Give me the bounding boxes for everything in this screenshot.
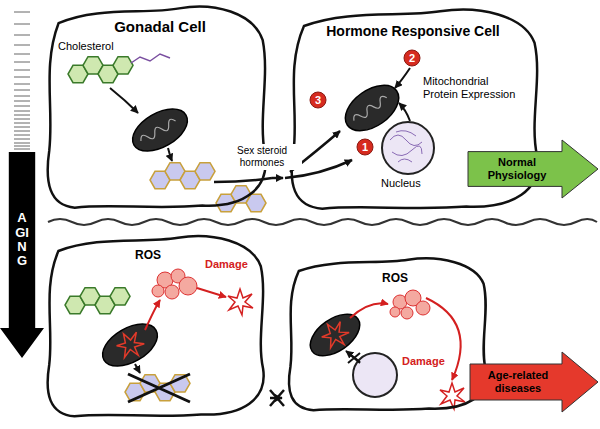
hormone-flow-arrow [272, 177, 283, 180]
ros-arrow [145, 300, 160, 330]
pathway-arrow [399, 103, 410, 121]
illustration-part [14, 135, 30, 136]
illustration-part [139, 118, 178, 145]
illustration-part [14, 111, 30, 112]
process-label: Mitochondrial Protein Expression [423, 75, 523, 101]
damage-label: Damage [402, 355, 445, 368]
aged-responsive-cell: ROS Damage [282, 255, 492, 415]
illustration-part [390, 307, 400, 317]
timeline-ticks [14, 12, 30, 149]
callout-number: 1 [356, 138, 374, 156]
hormone-flow-arrow [270, 397, 282, 400]
callout-number: 2 [403, 49, 421, 67]
illustration-part [165, 285, 179, 299]
gonadal-cell: Gonadal CellCholesterol [40, 2, 272, 214]
illustration-part [352, 94, 389, 123]
illustration-part [14, 146, 30, 147]
edge-label: Sex steroid hormones [222, 144, 302, 170]
illustration-part [110, 288, 130, 305]
outcome-label: Normal Physiology [474, 156, 560, 182]
illustration-part [14, 96, 30, 97]
illustration-part [179, 277, 197, 295]
illustration-part [14, 115, 30, 116]
ros-arrow [350, 303, 388, 318]
cell-title: Hormone Responsive Cell [313, 23, 513, 40]
pathway-arrow [110, 88, 138, 113]
illustration-part [14, 106, 30, 107]
damaged-mitochondrion [96, 315, 165, 374]
wavy-separator [48, 219, 597, 225]
aging-arrow: AGING [0, 152, 44, 358]
illustration-part [246, 194, 266, 211]
aging-label: AGING [15, 211, 29, 268]
steroid-molecule [150, 163, 215, 189]
outcome-arrow: Age-related diseases [470, 352, 598, 412]
ros-label: ROS [135, 248, 161, 262]
cross-mark [348, 353, 360, 363]
illustration-part [152, 285, 164, 297]
illustration-part [390, 131, 422, 162]
ros-cluster [390, 290, 430, 319]
illustration-part [14, 119, 30, 120]
ros-arrow [426, 298, 461, 380]
illustration-part [14, 139, 30, 140]
outcome-arrow: Normal Physiology [468, 140, 598, 198]
illustration-part [14, 12, 30, 13]
cell-title: Gonadal Cell [95, 18, 225, 36]
illustration-part [14, 143, 30, 144]
illustration-part [14, 70, 30, 71]
illustration-part [113, 57, 133, 74]
blocked-arrow [135, 364, 140, 373]
cross-mark [270, 390, 284, 406]
illustration-part [382, 122, 434, 174]
callout-text: 2 [403, 49, 421, 67]
illustration-part [14, 45, 30, 46]
nucleus [382, 122, 434, 174]
damage-label: Damage [205, 258, 248, 271]
callout-text: 3 [309, 91, 327, 109]
mitochondrion [126, 100, 195, 159]
illustration-part [14, 101, 30, 102]
illustration-part [14, 149, 30, 150]
cholesterol-molecule [65, 288, 130, 314]
illustration-part [14, 62, 30, 63]
molecule-tail [131, 54, 170, 63]
blocked-arrow [346, 351, 360, 362]
nucleus [353, 353, 397, 397]
illustration-part [303, 306, 367, 364]
pathway-arrow [168, 148, 172, 161]
illustration-part [126, 100, 195, 159]
damaged-mitochondrion [303, 306, 367, 364]
illustration-part [416, 301, 430, 315]
ros-cluster [152, 269, 197, 299]
illustration-part [14, 35, 30, 36]
illustration-part [14, 24, 30, 25]
illustration-part [14, 127, 30, 128]
cross-mark [128, 374, 190, 402]
callout-text: 1 [356, 138, 374, 156]
illustration-part [14, 90, 30, 91]
illustration-part [14, 131, 30, 132]
pathway-arrow [395, 68, 410, 88]
damage-burst [228, 289, 253, 315]
illustration-part [318, 317, 353, 353]
illustration-part [113, 327, 148, 362]
ros-label: ROS [382, 271, 408, 285]
ros-arrow [197, 288, 226, 297]
illustration-part [96, 315, 165, 374]
cholesterol-molecule [68, 57, 133, 83]
illustration-part [195, 163, 215, 180]
outcome-label: Age-related diseases [476, 369, 560, 395]
illustration-part [401, 307, 413, 319]
callout-number: 3 [309, 91, 327, 109]
illustration-part [14, 77, 30, 78]
illustration-part [14, 123, 30, 124]
organelle-label: Nucleus [381, 177, 421, 190]
molecule-label: Cholesterol [58, 40, 114, 53]
illustration-part [14, 84, 30, 85]
illustration-part [14, 54, 30, 55]
aged-gonadal-cell: ROS Damage [40, 232, 270, 422]
